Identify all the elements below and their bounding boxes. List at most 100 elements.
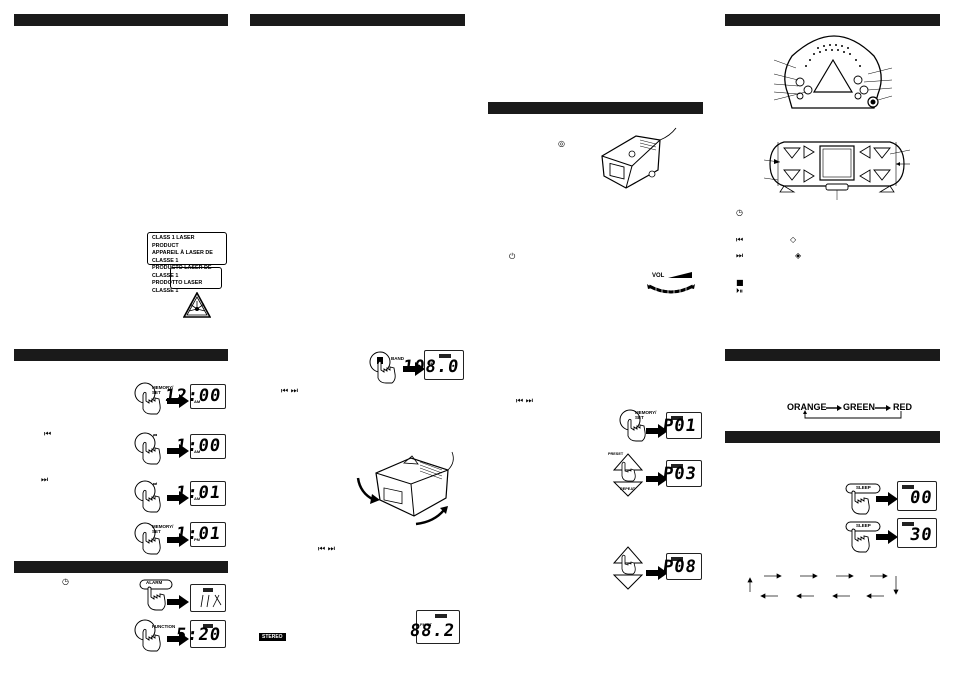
lcd-digits: 30 (908, 525, 934, 545)
hand-press-prev-icon (134, 432, 161, 465)
laser-label-line-1: CLASS 1 LASER PRODUCT (152, 235, 195, 249)
hand-press-memory-set-icon (619, 409, 646, 442)
stereo-indicator: STEREO (259, 633, 286, 641)
memory-set-label-cd: MEMORY/ SET (635, 410, 657, 420)
lcd-display-sleep-1: 00 (897, 481, 937, 511)
section-header-radio (250, 14, 465, 26)
lcd-digits: 1:01 (174, 483, 223, 503)
blinking-segments-icon (200, 594, 222, 608)
hand-press-preset-icon (612, 453, 644, 497)
memory-set-label-2: MEMORY/ SET (152, 524, 174, 534)
lcd-digits: P01 (661, 416, 699, 436)
cd-power-symbol: ⏻ (509, 252, 516, 261)
lcd-display-p01: P01 (662, 412, 702, 439)
sleep-button-label-2: SLEEP (856, 523, 871, 528)
cd-player-open-illustration (601, 127, 677, 189)
lcd-display-clock-3: AM 1:01 (175, 481, 226, 506)
arrow-right-icon (646, 424, 668, 438)
hand-press-next-icon (134, 480, 161, 513)
memory-set-label-1: MEMORY/ SET (152, 385, 174, 395)
arrow-right-icon (167, 444, 189, 458)
next-symbol: ⏭ (41, 475, 49, 484)
lcd-display-clock-4: PM 1:01 (175, 522, 226, 547)
lcd-digits: P03 (661, 464, 699, 484)
lcd-display-stereo: FM ST 88.2 (409, 610, 460, 644)
arrow-right-icon (167, 533, 189, 547)
lcd-digits: 1:01 (174, 524, 223, 544)
prev-symbol: ⏮ (44, 429, 52, 438)
light-color-green: GREEN (843, 402, 876, 412)
hand-press-memory-set-icon (134, 522, 161, 555)
alarm-button-label: ALARM (146, 580, 163, 585)
hand-press-preset-icon (612, 546, 644, 590)
hand-press-memory-set-icon (134, 382, 161, 415)
prev-label-btn: ⏮ (153, 433, 158, 438)
arrow-right-icon (646, 566, 668, 580)
arrow-right-icon (167, 394, 189, 408)
sleep-button-label-1: SLEEP (856, 485, 871, 490)
laser-label-line-3: PRODUCTO LASER DE CLASSE 1 (152, 265, 212, 279)
section-header-controls (725, 14, 940, 26)
sleep-cycle-diagram (747, 573, 899, 599)
laser-warning-triangle-icon (183, 292, 211, 318)
unit-top-view-illustration (774, 35, 892, 109)
lcd-display-p03: P03 (662, 460, 702, 487)
arrow-right-icon (167, 491, 189, 505)
next-label-btn: ⏭ (153, 481, 158, 486)
legend-diamond-symbol: ◇ (790, 235, 797, 244)
laser-product-label: CLASS 1 LASER PRODUCT APPAREIL À LASER D… (147, 232, 227, 294)
section-header-backlight (725, 349, 940, 361)
arrow-right-icon (403, 362, 425, 376)
laser-caution-box (170, 267, 222, 289)
section-header-safety (14, 14, 228, 26)
radio-tuning-illustration (356, 451, 454, 526)
lcd-display-clock-2: AM 1:00 (175, 434, 226, 459)
band-button-label: BAND (391, 356, 404, 361)
lcd-display-alarm-1 (190, 584, 226, 612)
legend-target-symbol: ◈ (795, 251, 802, 260)
legend-clock-symbol: ◷ (736, 208, 743, 217)
laser-label-line-2: APPAREIL À LASER DE CLASSE 1 (152, 250, 213, 264)
lcd-display-sleep-2: 30 (897, 518, 937, 548)
hand-press-sleep-icon (845, 521, 881, 553)
lcd-digits: 12:00 (163, 386, 223, 406)
light-color-red: RED (893, 402, 913, 412)
arrow-right-icon (876, 530, 898, 544)
section-header-alarm (14, 561, 228, 573)
section-header-sleep (725, 431, 940, 443)
lcd-digits: P08 (661, 557, 699, 577)
legend-play-pause-symbol: ⏵⏸ (736, 287, 743, 295)
volume-label: VOL (652, 273, 665, 279)
arrow-right-icon (646, 472, 668, 486)
skip-symbols-radio-2: ⏮ ⏭ (318, 544, 335, 553)
lcd-digits: 108.0 (401, 357, 461, 377)
lcd-digits: 5:20 (174, 625, 223, 645)
stereo-label: STEREO (262, 634, 283, 640)
arrow-right-icon (876, 492, 898, 506)
hand-press-alarm-icon (139, 579, 173, 611)
clock-symbol: ◷ (62, 577, 69, 586)
lcd-digits: 00 (908, 488, 934, 508)
hand-press-function-icon (134, 619, 161, 652)
legend-prev-symbol: ⏮ (736, 235, 744, 244)
repeat-label: REPEAT (620, 487, 636, 491)
lcd-display-band: FM 108.0 (401, 350, 464, 380)
section-header-cd (488, 102, 703, 114)
lcd-display-clock-1: AM 12:00 (163, 384, 226, 409)
volume-dial-icon (647, 272, 695, 294)
legend-stop-symbol: ■ (736, 278, 744, 287)
hand-press-sleep-icon (845, 483, 881, 515)
arrow-right-icon (167, 632, 189, 646)
legend-next-symbol: ⏭ (736, 251, 744, 260)
arrow-right-icon (826, 405, 842, 411)
lcd-digits: 88.2 (408, 621, 457, 641)
cd-open-symbol: ◎ (558, 139, 565, 148)
skip-symbols-radio: ⏮ ⏭ (281, 386, 298, 395)
arrow-right-icon (167, 595, 189, 609)
laser-label-line-4: PRODOTTO LASER CLASSE 1 (152, 280, 203, 294)
hand-press-band-icon (369, 351, 396, 384)
lcd-digits: 1:00 (174, 436, 223, 456)
cycle-return-arrow-icon (803, 410, 902, 419)
lcd-display-p08: P08 (662, 553, 702, 580)
light-color-orange: ORANGE (787, 402, 827, 412)
